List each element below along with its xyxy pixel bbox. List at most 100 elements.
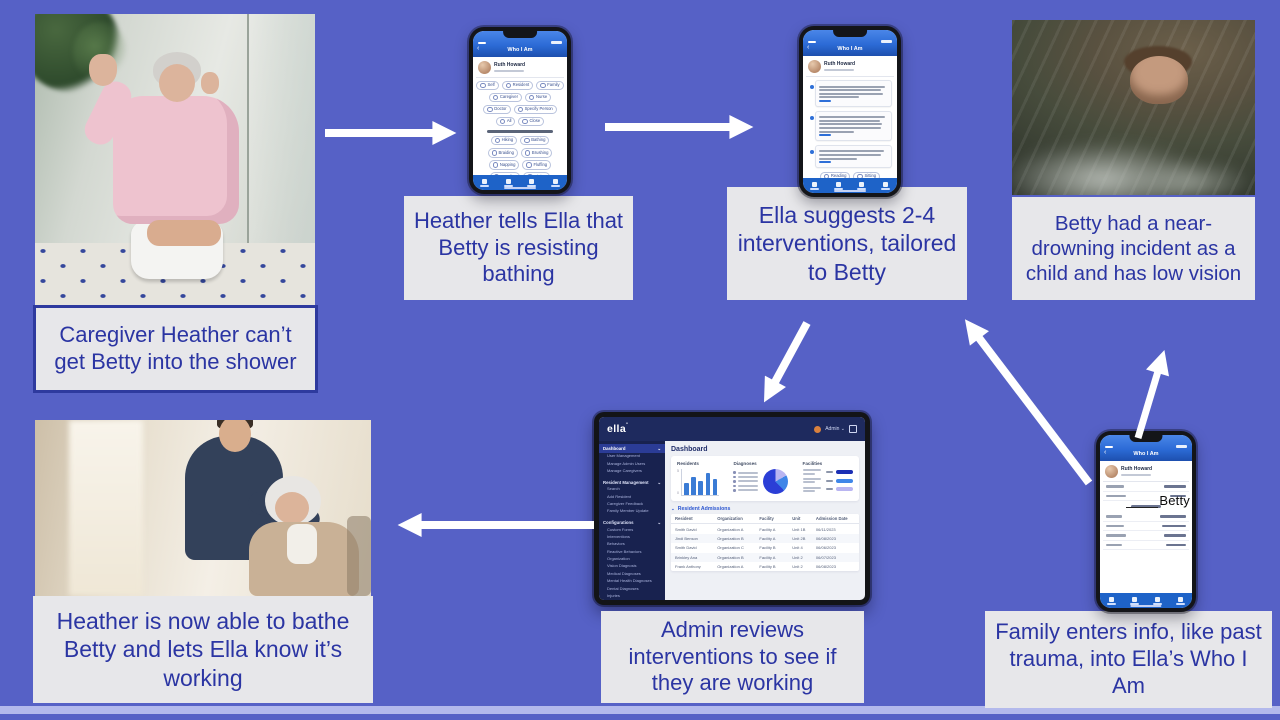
caption-heather-bathes: Heather is now able to bathe Betty and l… — [33, 596, 373, 703]
table-cell: Facility B — [759, 564, 776, 570]
chip: Nurse — [524, 92, 552, 103]
ella-logo: ella˚ — [607, 423, 629, 435]
phone-notch — [503, 31, 537, 38]
sidebar-item: Dental Diagnoses — [607, 585, 639, 591]
field-row — [1103, 531, 1189, 541]
menu-icon — [849, 425, 857, 433]
child-head — [1130, 56, 1188, 104]
bar — [705, 472, 711, 495]
legend-row — [733, 484, 758, 488]
profile-name: Ruth Howard — [824, 60, 856, 67]
table-cell: 06/11/2023 — [815, 526, 836, 532]
home-indicator — [834, 190, 866, 192]
sidebar-item: Vision Diagnosis — [607, 563, 637, 569]
chevron-down-icon: ⌄ — [657, 446, 661, 451]
sidebar-item: User Management — [607, 453, 640, 459]
table-cell: 06/08/2023 — [815, 535, 836, 541]
chip: All — [495, 116, 516, 127]
chip: Hiking — [490, 135, 518, 146]
tab-item — [527, 178, 537, 187]
tab-item — [503, 178, 513, 187]
table-cell: Facility A — [759, 535, 776, 541]
table-cell: Facility A — [759, 526, 776, 532]
back-icon: ‹ — [477, 45, 480, 52]
table-cell: Brinkley Ana — [675, 554, 698, 560]
facilities-panel: Facilities — [802, 461, 854, 496]
caption-admin-reviews: Admin reviews interventions to see if th… — [601, 611, 864, 703]
tab-item — [857, 181, 867, 190]
sidebar-item: Family Member Update — [607, 508, 649, 514]
favorites-section-placeholder — [1131, 505, 1161, 508]
diagnoses-pie-chart — [762, 469, 788, 494]
sidebar-section-header: Resident Management⌄ — [603, 479, 661, 485]
back-icon: ‹ — [1104, 449, 1107, 456]
column-header: Unit — [792, 516, 801, 522]
table-cell: Unit 1B — [792, 526, 806, 532]
phone2-cards — [806, 80, 894, 168]
phone-screenshot-who-i-am-profile: ‹Who I Am Ruth Howard Betty — [1096, 431, 1196, 612]
table-cell: Organization B — [717, 554, 744, 560]
arrow-phone3-to-suggests — [964, 319, 1093, 486]
pink-bathrobe — [113, 96, 239, 224]
phone-notch — [1129, 435, 1163, 442]
sidebar-item: Organization — [607, 556, 630, 562]
sidebar-item: Custom Forms — [607, 526, 634, 532]
tab-icon — [505, 178, 511, 184]
chip: Fluffing — [522, 160, 552, 170]
photo-near-drowning — [1012, 20, 1255, 195]
tab-item — [1107, 596, 1116, 605]
admissions-section-header: ⌄ Resident Admissions — [671, 506, 731, 512]
chip: Self — [476, 80, 499, 91]
sidebar-item: Injuries — [607, 593, 620, 599]
app-header: ‹ Who I Am — [1100, 435, 1192, 461]
avatar — [808, 60, 821, 73]
sidebar-section-header: Dashboard⌄ — [599, 444, 665, 454]
tab-icon — [529, 178, 535, 184]
diagnoses-panel: Diagnoses — [733, 461, 796, 496]
tab-icon — [1132, 596, 1137, 602]
suggestion-card — [809, 144, 892, 168]
betty-smiling-face — [275, 492, 309, 524]
profile-row: Ruth Howard — [476, 59, 564, 78]
chip: Napping — [488, 160, 520, 170]
tab-item — [480, 178, 490, 187]
tab-icon — [835, 181, 841, 187]
profile-name: Ruth Howard — [494, 61, 526, 68]
app-title: Who I Am — [1133, 451, 1159, 457]
caption-heather-tells: Heather tells Ella that Betty is resisti… — [404, 196, 633, 300]
table-cell: Facility A — [759, 554, 776, 560]
caption-family-enters: Family enters info, like past trauma, in… — [985, 611, 1272, 708]
tab-bar — [1100, 593, 1192, 608]
admin-avatar — [814, 425, 822, 433]
field-row — [1103, 522, 1189, 531]
chip: Family — [536, 80, 564, 91]
photo-caregiver-betty — [35, 420, 371, 596]
field-row — [1103, 492, 1189, 501]
sidebar-item: Manage Caregivers — [607, 468, 642, 474]
bar — [698, 480, 703, 495]
annotation-underline — [1126, 507, 1158, 508]
table-cell: Frank Anthony — [675, 564, 701, 570]
column-header: Organization — [717, 516, 743, 522]
bar — [684, 483, 689, 495]
caption-ella-suggests: Ella suggests 2-4 interventions, tailore… — [727, 187, 967, 300]
residents-bars — [681, 469, 720, 496]
bottom-accent-strip — [0, 706, 1280, 714]
avatar — [478, 61, 491, 74]
facility-row — [802, 469, 854, 475]
legend-row — [733, 471, 758, 474]
sidebar-item: Mental Health Diagnoses — [607, 578, 652, 584]
tab-icon — [812, 181, 818, 187]
